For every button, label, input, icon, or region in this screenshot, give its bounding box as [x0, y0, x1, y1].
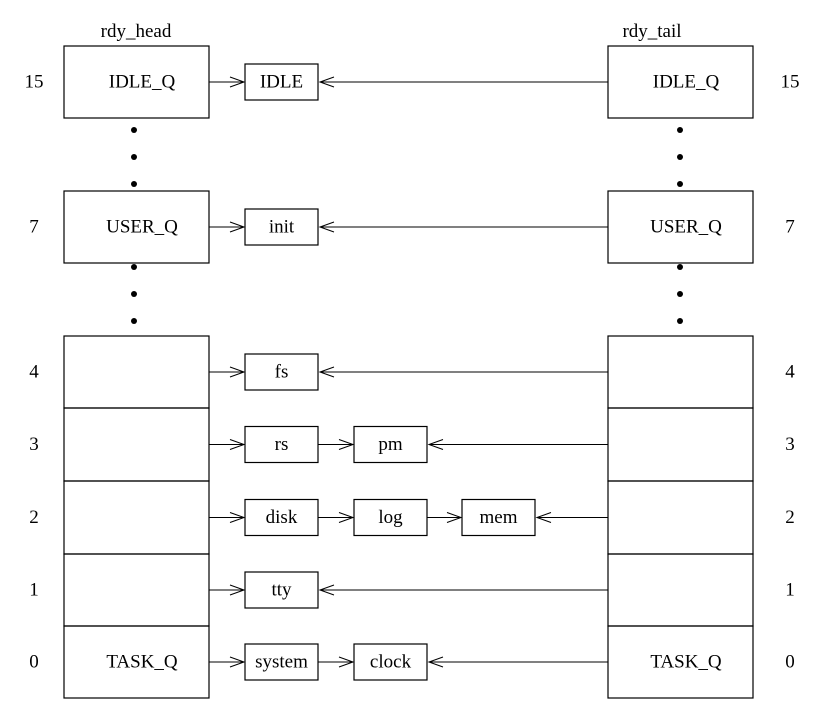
priority-label-left: 4: [29, 362, 39, 383]
ellipsis-dot: [131, 264, 137, 270]
arrowhead-right-icon: [338, 512, 355, 523]
head-queue-label: USER_Q: [106, 217, 178, 238]
tail-queue-label: TASK_Q: [650, 652, 722, 673]
arrowhead-right-icon: [229, 512, 246, 523]
rdy-head-slot: [63, 407, 210, 482]
ellipsis-dot: [677, 291, 683, 297]
process-label: mem: [480, 507, 518, 528]
process-label: system: [255, 652, 308, 673]
arrowhead-right-icon: [338, 439, 355, 450]
process-label: disk: [266, 507, 298, 528]
arrowhead-left-icon: [318, 76, 335, 88]
arrowhead-left-icon: [318, 366, 335, 378]
rdy-tail-slot: [607, 480, 754, 555]
arrowhead-right-icon: [229, 439, 246, 450]
arrowhead-right-icon: [229, 656, 246, 668]
priority-label-left: 7: [29, 217, 39, 238]
arrowhead-right-icon: [338, 656, 355, 668]
rdy-tail-slot: [607, 553, 754, 627]
ellipsis-dot: [677, 181, 683, 187]
process-label: rs: [275, 434, 289, 455]
rdy-tail-slot: [607, 335, 754, 409]
priority-label-right: 2: [785, 507, 795, 528]
ellipsis-dot: [131, 181, 137, 187]
arrowhead-right-icon: [229, 221, 246, 233]
arrowhead-left-icon: [427, 439, 444, 450]
priority-label-right: 3: [785, 434, 795, 455]
rdy-head-label: rdy_head: [101, 21, 172, 42]
ellipsis-dot: [131, 291, 137, 297]
process-label: clock: [370, 652, 412, 673]
tail-queue-label: USER_Q: [650, 217, 722, 238]
arrowhead-right-icon: [446, 512, 463, 523]
head-queue-label: IDLE_Q: [109, 72, 176, 93]
process-label: init: [269, 217, 295, 238]
process-label: fs: [275, 362, 289, 383]
process-box: [244, 63, 319, 101]
priority-label-right: 1: [785, 580, 795, 601]
process-label: tty: [271, 580, 292, 601]
tail-queue-label: IDLE_Q: [653, 72, 720, 93]
priority-label-left: 3: [29, 434, 39, 455]
arrowhead-right-icon: [229, 76, 246, 88]
process-label: log: [378, 507, 403, 528]
priority-label-left: 15: [25, 72, 44, 93]
process-box: [244, 571, 319, 609]
arrowhead-right-icon: [229, 366, 246, 378]
arrowhead-left-icon: [318, 584, 335, 596]
rdy-head-slot: [63, 335, 210, 409]
rdy-tail-label: rdy_tail: [622, 21, 681, 42]
priority-label-right: 15: [781, 72, 800, 93]
ellipsis-dot: [677, 318, 683, 324]
priority-label-left: 2: [29, 507, 39, 528]
head-queue-label: TASK_Q: [106, 652, 178, 673]
priority-label-right: 4: [785, 362, 795, 383]
priority-label-left: 1: [29, 580, 39, 601]
priority-label-right: 0: [785, 652, 795, 673]
arrowhead-right-icon: [229, 584, 246, 596]
ellipsis-dot: [677, 127, 683, 133]
process-box: [244, 208, 319, 246]
arrowhead-left-icon: [535, 512, 552, 523]
ellipsis-dot: [677, 264, 683, 270]
priority-label-left: 0: [29, 652, 39, 673]
process-label: IDLE: [260, 72, 303, 93]
process-box: [353, 425, 428, 464]
arrowhead-left-icon: [318, 221, 335, 233]
process-box: [244, 353, 319, 391]
process-box: [461, 498, 536, 537]
ellipsis-dot: [131, 318, 137, 324]
arrowhead-left-icon: [427, 656, 444, 668]
process-box: [353, 643, 428, 681]
ellipsis-dot: [131, 127, 137, 133]
rdy-tail-slot: [607, 407, 754, 482]
rdy-head-slot: [63, 553, 210, 627]
priority-label-right: 7: [785, 217, 795, 238]
ellipsis-dot: [131, 154, 137, 160]
ellipsis-dot: [677, 154, 683, 160]
process-label: pm: [378, 434, 403, 455]
rdy-head-slot: [63, 480, 210, 555]
